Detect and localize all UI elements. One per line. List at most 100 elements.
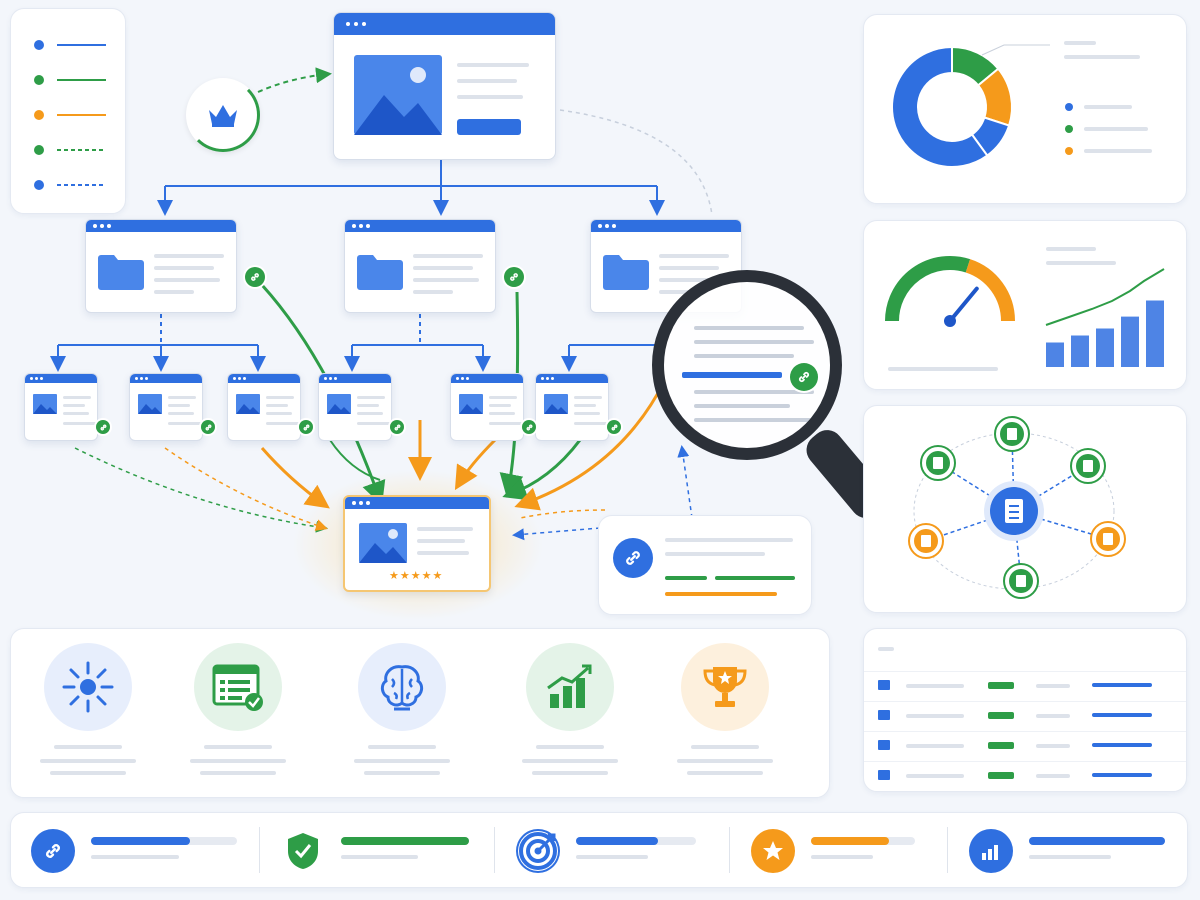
magnifying-glass-icon [652, 270, 894, 555]
divider [947, 827, 948, 873]
image-icon [327, 394, 351, 414]
trend-bar [1046, 342, 1064, 367]
trophy-icon [681, 643, 769, 731]
metric-item[interactable] [751, 829, 971, 873]
legend-panel [10, 8, 126, 214]
metric-fill [91, 837, 190, 845]
process-panel [10, 628, 830, 798]
metric-item[interactable] [281, 829, 501, 873]
star-rating: ★★★★★ [389, 569, 444, 582]
cta-button[interactable] [457, 119, 521, 135]
link-network-panel [863, 405, 1187, 613]
bar-chart-icon [969, 829, 1013, 873]
growth-chart-icon [526, 643, 614, 731]
image-icon [878, 680, 890, 690]
sub-page-card[interactable] [535, 373, 609, 441]
image-icon [33, 394, 57, 414]
sub-page-card[interactable] [24, 373, 98, 441]
traffic-share-panel [863, 14, 1187, 204]
donut-chart [891, 44, 1152, 168]
sub-page-card[interactable] [129, 373, 203, 441]
image-icon [878, 710, 890, 720]
gauge-chart [885, 247, 1165, 371]
root-branches [157, 160, 665, 216]
trend-bar [1071, 335, 1089, 367]
image-icon [138, 394, 162, 414]
link-icon [790, 363, 818, 391]
image-icon [878, 740, 890, 750]
gauge-needle [948, 286, 979, 323]
link-icon [504, 267, 524, 287]
metric-item[interactable] [516, 829, 736, 873]
trend-line [1045, 268, 1165, 326]
link-icon [31, 829, 75, 873]
sub-page-card[interactable] [450, 373, 524, 441]
table-row[interactable] [864, 731, 1186, 762]
image-icon [878, 770, 890, 780]
shield-check-icon [281, 829, 325, 873]
folder-icon [920, 445, 956, 481]
target-page-card[interactable]: ★★★★★ [343, 495, 491, 592]
focus-icon [44, 643, 132, 731]
legend-item [34, 75, 106, 85]
divider [259, 827, 260, 873]
image-icon [1003, 563, 1039, 599]
folder-icon [357, 255, 403, 290]
legend-item [34, 180, 106, 190]
image-icon [359, 523, 407, 563]
link-icon [201, 420, 215, 434]
category-page-card[interactable] [590, 219, 742, 313]
image-icon [354, 55, 442, 135]
table-row[interactable] [864, 671, 1186, 702]
link-icon [299, 420, 313, 434]
root-page-card[interactable] [333, 12, 556, 160]
folder-icon [603, 255, 649, 290]
link-icon [613, 538, 653, 578]
gauge-arc [885, 256, 971, 322]
trend-bar [1096, 328, 1114, 367]
divider [494, 827, 495, 873]
category-page-card[interactable] [85, 219, 237, 313]
crown-badge [186, 78, 260, 152]
table-row[interactable] [864, 761, 1186, 792]
legend-item [34, 110, 106, 120]
document-icon [908, 523, 944, 559]
divider [729, 827, 730, 873]
link-detail-card[interactable] [598, 515, 812, 615]
folder-icon [98, 255, 144, 290]
metric-item[interactable] [969, 829, 1189, 873]
brain-icon [358, 643, 446, 731]
checklist-icon [194, 643, 282, 731]
image-icon [459, 394, 483, 414]
image-icon [236, 394, 260, 414]
metric-fill [341, 837, 469, 845]
table-row[interactable] [864, 701, 1186, 732]
image-icon [1090, 521, 1126, 557]
donut-legend-item [1065, 147, 1152, 155]
metrics-footer [10, 812, 1188, 888]
link-icon [607, 420, 621, 434]
link-icon [245, 267, 265, 287]
sub-page-card[interactable] [227, 373, 301, 441]
document-icon [994, 416, 1030, 452]
donut-legend-item [1065, 125, 1148, 133]
metric-fill [1029, 837, 1165, 845]
metric-fill [576, 837, 658, 845]
image-icon [1070, 448, 1106, 484]
pages-table-panel [863, 628, 1187, 792]
legend-lines [34, 40, 106, 190]
metric-item[interactable] [31, 829, 251, 873]
donut-legend-item [1065, 103, 1132, 111]
document-icon [984, 481, 1044, 541]
network-diagram [908, 416, 1126, 599]
target-icon [516, 829, 560, 873]
link-icon [96, 420, 110, 434]
sub-page-card[interactable] [318, 373, 392, 441]
metric-fill [811, 837, 889, 845]
legend-item [34, 40, 106, 50]
trend-bar [1121, 316, 1139, 367]
legend-item [34, 145, 106, 155]
category-page-card[interactable] [344, 219, 496, 313]
crown-icon [209, 105, 237, 127]
gauge-arc [965, 259, 1015, 322]
